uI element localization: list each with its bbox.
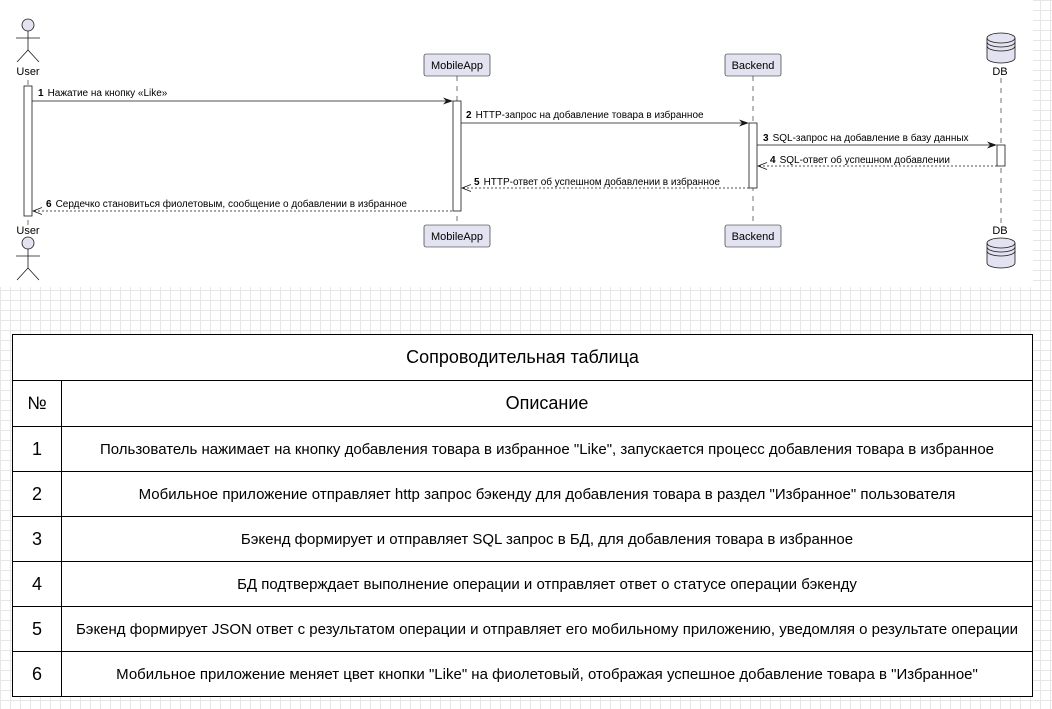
message-number: 4 (770, 155, 776, 166)
message-3: 3 SQL-запрос на добавление в базу данных (757, 132, 997, 149)
participant-label-mobile-bottom: MobileApp (431, 231, 483, 243)
participant-backend-bottom (724, 224, 782, 248)
message-5: 5 HTTP-ответ об успешном добавлении в изб… (460, 176, 749, 192)
row-description: Пользователь нажимает на кнопку добавлен… (61, 426, 1033, 472)
message-2: 2 HTTP-запрос на добавление товара в избр… (461, 109, 749, 127)
message-number: 3 (763, 133, 769, 144)
table-row: 2 Мобильное приложение отправляет http з… (12, 471, 1033, 517)
message-number: 6 (46, 199, 52, 210)
row-number: 1 (12, 426, 62, 472)
table-row: 1 Пользователь нажимает на кнопку добавл… (12, 426, 1033, 472)
row-number: 4 (12, 561, 62, 607)
message-number: 1 (38, 88, 44, 99)
activation-mobile (452, 100, 462, 212)
database-db-bottom (986, 237, 1016, 269)
table-title: Сопроводительная таблица (12, 334, 1033, 381)
row-description: Мобильное приложение меняет цвет кнопки … (61, 651, 1033, 697)
message-number: 2 (466, 110, 472, 121)
table-row: 6 Мобильное приложение меняет цвет кнопк… (12, 651, 1033, 697)
row-description: Мобильное приложение отправляет http зап… (61, 471, 1033, 517)
message-label: HTTP-запрос на добавление товара в избра… (476, 109, 704, 121)
table-row: 4 БД подтверждает выполнение операции и … (12, 561, 1033, 607)
participant-mobile-bottom (423, 224, 491, 248)
row-description: Бэкенд формирует JSON ответ с результато… (61, 606, 1033, 652)
participant-backend-top (724, 53, 782, 77)
row-number: 5 (12, 606, 62, 652)
participant-label-backend-top: Backend (732, 60, 775, 72)
actor-user-bottom (16, 236, 40, 281)
message-1: 1 Нажатие на кнопку «Like» (32, 88, 453, 105)
actor-user-top (16, 18, 40, 63)
description-table: Сопроводительная таблица № Описание 1 По… (12, 334, 1033, 697)
message-label: HTTP-ответ об успешном добавлении в избр… (484, 176, 721, 188)
participant-label-db-bottom: DB (992, 225, 1007, 237)
message-4: 4 SQL-ответ об успешном добавлении (756, 154, 997, 170)
participant-label-user-top: User (16, 66, 40, 78)
row-number: 6 (12, 651, 62, 697)
participant-label-user-bottom: User (16, 225, 40, 237)
row-description: БД подтверждает выполнение операции и от… (61, 561, 1033, 607)
participant-mobile-top (423, 53, 491, 77)
column-header-number: № (12, 380, 62, 427)
database-db-top (986, 32, 1016, 64)
activation-user (23, 85, 33, 217)
participant-label-mobile-top: MobileApp (431, 60, 483, 72)
message-label: Сердечко становиться фиолетовым, сообщен… (56, 198, 408, 210)
message-label: SQL-запрос на добавление в базу данных (773, 132, 969, 144)
row-description: Бэкенд формирует и отправляет SQL запрос… (61, 516, 1033, 562)
message-label: Нажатие на кнопку «Like» (48, 88, 168, 99)
activation-db (996, 144, 1006, 167)
row-number: 2 (12, 471, 62, 517)
table-row: 3 Бэкенд формирует и отправляет SQL запр… (12, 516, 1033, 562)
table-row: 5 Бэкенд формирует JSON ответ с результа… (12, 606, 1033, 652)
activation-backend (748, 122, 758, 189)
sequence-diagram: User MobileApp Backend DB 1 Нажатие на кн… (0, 0, 1033, 287)
participant-label-backend-bottom: Backend (732, 231, 775, 243)
participant-label-db-top: DB (992, 66, 1007, 78)
column-header-description: Описание (61, 380, 1033, 427)
row-number: 3 (12, 516, 62, 562)
message-6: 6 Сердечко становиться фиолетовым, сообще… (31, 198, 453, 215)
message-number: 5 (474, 177, 480, 188)
message-label: SQL-ответ об успешном добавлении (780, 154, 950, 166)
